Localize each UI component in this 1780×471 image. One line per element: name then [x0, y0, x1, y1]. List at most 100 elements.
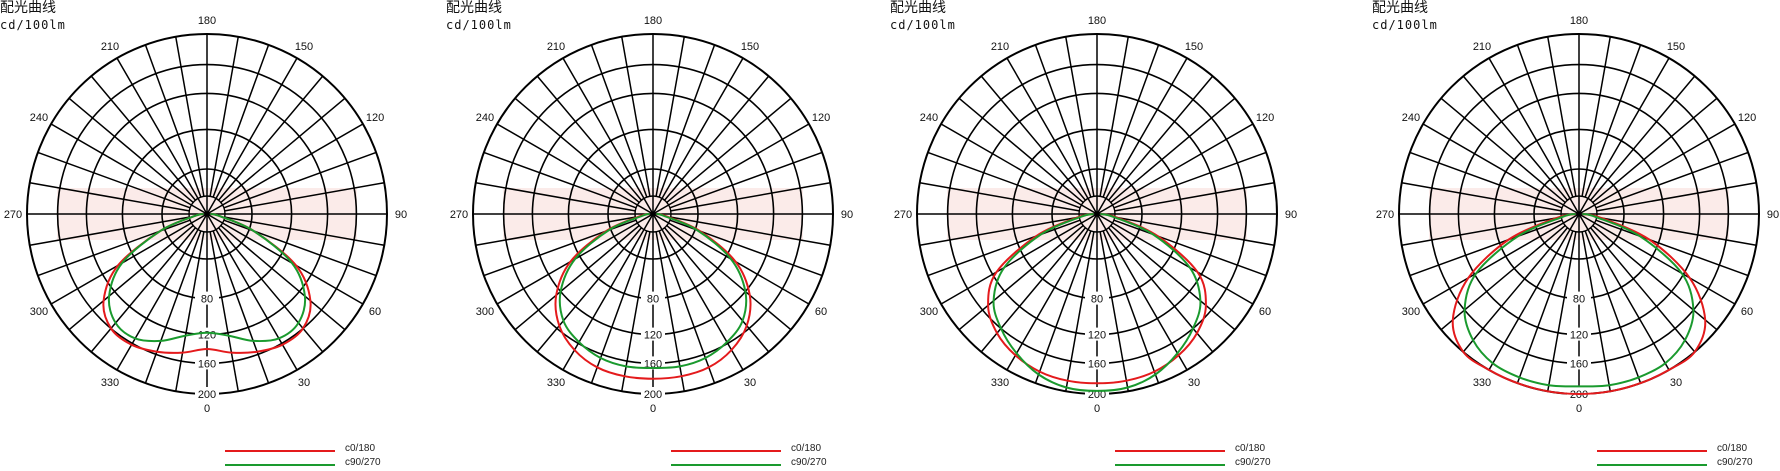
- grid-spoke: [652, 213, 744, 371]
- angle-tick-label: 90: [1767, 209, 1779, 221]
- legend-label: c90/270: [345, 457, 381, 468]
- grid-spoke: [175, 36, 205, 197]
- grid-spoke: [1589, 227, 1696, 353]
- grid-spoke: [220, 97, 346, 204]
- grid-spoke: [1096, 57, 1188, 215]
- grid-spoke: [958, 97, 1084, 204]
- radial-label-bg: [195, 356, 219, 370]
- grid-spoke: [1462, 227, 1569, 353]
- angle-tick-label: 30: [1670, 377, 1682, 389]
- angle-tick-label: 330: [101, 377, 119, 389]
- grid-spoke: [1547, 231, 1577, 392]
- legend-swatch-c90: [225, 464, 335, 466]
- grid-spoke: [1595, 219, 1749, 277]
- polar-plot: 1801501209060300330300270240210801201602…: [894, 15, 1297, 415]
- radial-tick-label: 80: [647, 294, 659, 306]
- grid-spoke: [536, 75, 643, 201]
- grid-spoke: [175, 231, 205, 392]
- grid-spoke: [50, 123, 208, 215]
- angle-tick-label: 60: [1741, 306, 1753, 318]
- grid-spoke: [90, 75, 197, 201]
- angle-tick-label: 0: [1576, 403, 1582, 415]
- grid-spoke: [1592, 97, 1718, 204]
- grid-spoke: [1107, 227, 1214, 353]
- angle-tick-label: 30: [744, 377, 756, 389]
- radial-label-bg: [641, 356, 665, 370]
- angle-tick-label: 30: [1188, 377, 1200, 389]
- radial-tick-label: 200: [1088, 389, 1106, 401]
- grid-spoke: [919, 216, 1080, 246]
- radial-label-bg: [1567, 356, 1591, 370]
- grid-spoke: [29, 182, 190, 212]
- radial-tick-label: 120: [1088, 330, 1106, 342]
- grid-spoke: [1422, 123, 1580, 215]
- radial-label-bg: [1085, 327, 1109, 341]
- grid-spoke: [663, 75, 770, 201]
- polar-plot: 1801501209060300330300270240210801201602…: [1376, 15, 1779, 415]
- grid-spoke: [652, 123, 810, 215]
- grid-spoke: [1462, 75, 1569, 201]
- angle-tick-label: 240: [476, 112, 494, 124]
- grid-spoke: [514, 97, 640, 204]
- grid-spoke: [1578, 213, 1670, 371]
- angle-tick-label: 180: [644, 15, 662, 27]
- grid-spoke: [1516, 230, 1574, 384]
- chart-unit: cd/100lm: [0, 18, 66, 32]
- radial-tick-label: 120: [1570, 330, 1588, 342]
- angle-tick-label: 120: [1256, 112, 1274, 124]
- legend-label: c90/270: [1235, 457, 1271, 468]
- angle-tick-label: 210: [101, 41, 119, 53]
- grid-spoke: [670, 182, 831, 212]
- angle-tick-label: 150: [1185, 41, 1203, 53]
- legend-swatch-c0: [225, 450, 335, 452]
- angle-tick-label: 270: [894, 209, 912, 221]
- radial-label-bg: [641, 327, 665, 341]
- chart-title: 配光曲线: [890, 0, 946, 16]
- angle-tick-label: 150: [741, 41, 759, 53]
- angle-tick-label: 0: [204, 403, 210, 415]
- radial-tick-label: 200: [198, 389, 216, 401]
- legend-item-c90: c90/270: [1597, 457, 1780, 471]
- grid-spoke: [1516, 44, 1574, 198]
- grid-spoke: [927, 151, 1081, 209]
- grid-spoke: [1578, 57, 1670, 215]
- angle-tick-label: 60: [369, 306, 381, 318]
- angle-tick-label: 210: [991, 41, 1009, 53]
- radial-label-bg: [195, 291, 219, 305]
- grid-spoke: [1107, 75, 1214, 201]
- angle-tick-label: 0: [650, 403, 656, 415]
- radial-label-bg: [195, 387, 219, 400]
- grid-spoke: [1596, 182, 1757, 212]
- angle-tick-label: 330: [1473, 377, 1491, 389]
- grid-spoke: [655, 231, 685, 392]
- legend-label: c90/270: [1717, 457, 1753, 468]
- radial-tick-label: 160: [198, 358, 216, 370]
- series-curve-c90-270: [992, 213, 1202, 392]
- angle-tick-label: 30: [298, 377, 310, 389]
- grid-spoke: [1034, 230, 1092, 384]
- angle-tick-label: 180: [198, 15, 216, 27]
- legend-label: c90/270: [791, 457, 827, 468]
- radial-label-bg: [1567, 327, 1591, 341]
- grid-spoke: [1584, 230, 1642, 384]
- radial-tick-label: 80: [1091, 294, 1103, 306]
- grid-spoke: [1110, 224, 1236, 331]
- grid-spoke: [1440, 224, 1566, 331]
- grid-spoke: [669, 151, 823, 209]
- grid-spoke: [209, 231, 239, 392]
- angle-tick-label: 120: [366, 112, 384, 124]
- grid-spoke: [1099, 36, 1129, 197]
- grid-spoke: [562, 57, 654, 215]
- grid-spoke: [1595, 151, 1749, 209]
- angle-tick-label: 60: [1259, 306, 1271, 318]
- grid-spoke: [1488, 57, 1580, 215]
- grid-spoke: [217, 227, 324, 353]
- grid-spoke: [1034, 44, 1092, 198]
- chart-unit: cd/100lm: [446, 18, 512, 32]
- grid-spoke: [562, 213, 654, 371]
- grid-spoke: [980, 75, 1087, 201]
- radial-label-bg: [1085, 291, 1109, 305]
- angle-tick-label: 330: [547, 377, 565, 389]
- legend-swatch-c0: [671, 450, 781, 452]
